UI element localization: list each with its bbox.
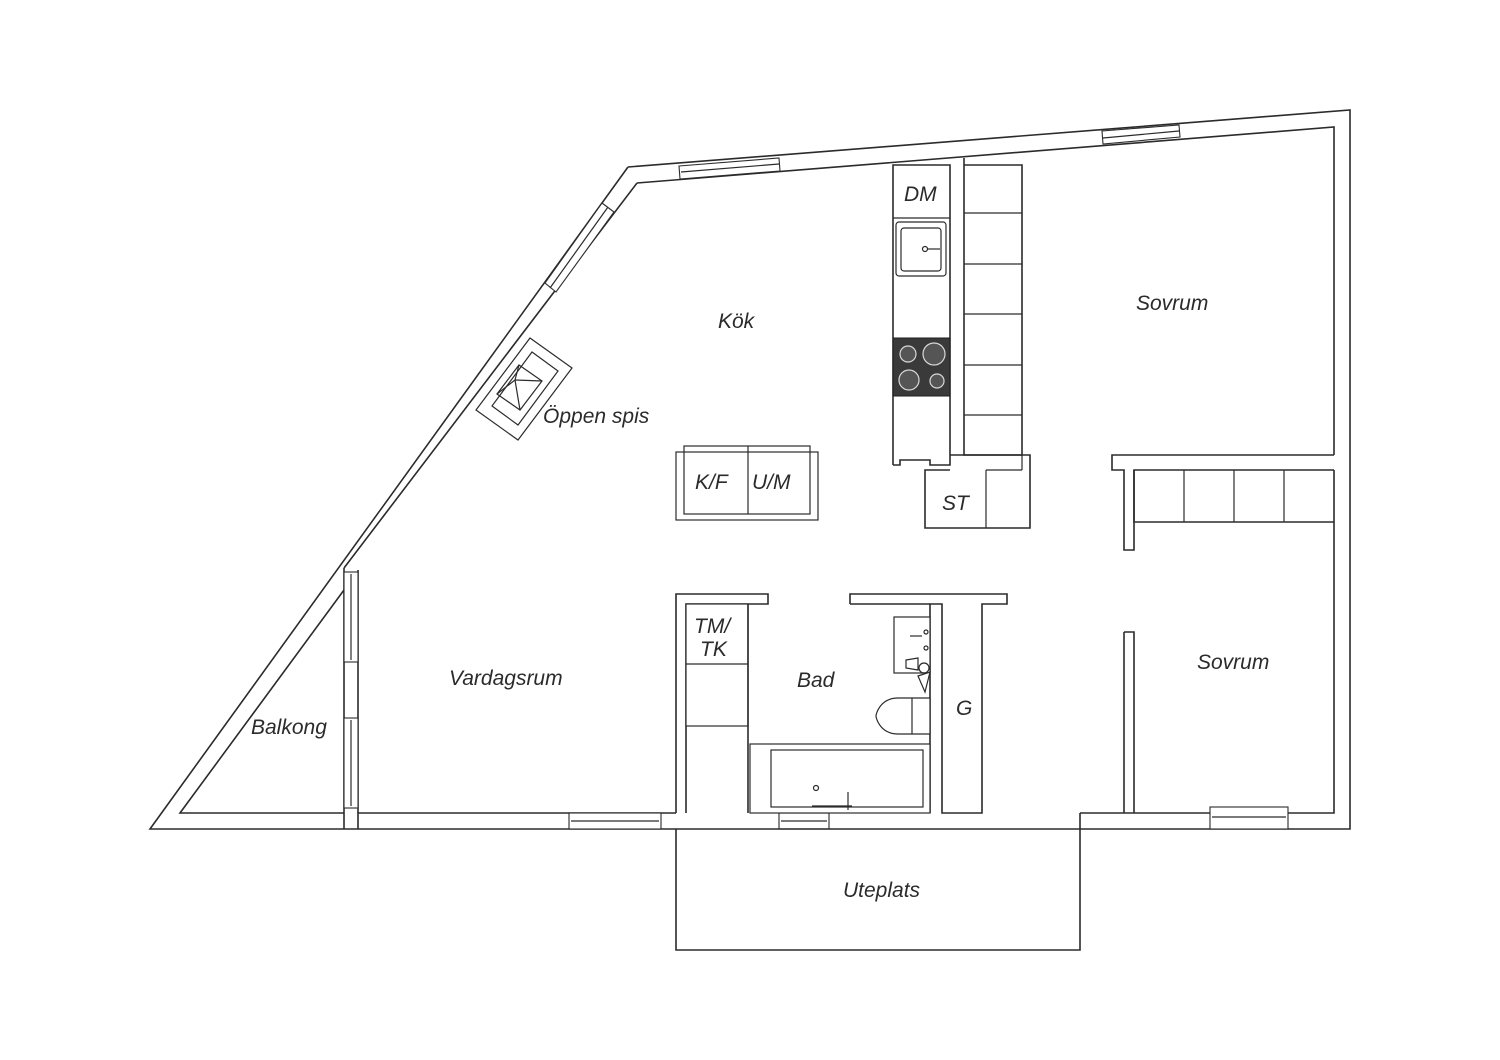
label-hall-closet: G	[956, 697, 972, 720]
fireplace	[475, 337, 573, 441]
label-bathroom: Bad	[797, 669, 836, 692]
patio	[675, 813, 1081, 951]
bathtub	[749, 743, 931, 814]
bathroom-walls	[675, 593, 1008, 814]
label-kitchen: Kök	[718, 310, 756, 333]
bedroom-divider	[1111, 454, 1334, 813]
kitchen-sink	[895, 221, 947, 277]
label-storage: ST	[942, 492, 971, 515]
label-washer-dryer-2: TK	[700, 638, 728, 661]
label-fireplace: Öppen spis	[543, 405, 650, 428]
fridge-oven-unit	[675, 445, 819, 521]
inner-wall-outline	[357, 126, 1335, 829]
label-dishwasher: DM	[904, 183, 937, 206]
kitchen-bedroom-wall	[924, 158, 1031, 529]
label-fridge-freezer: K/F	[695, 471, 729, 494]
balcony-edge	[178, 589, 345, 814]
label-patio: Uteplats	[843, 879, 921, 902]
label-washer-dryer-1: TM/	[694, 615, 732, 638]
kitchen-counter	[892, 164, 951, 466]
window-bedroom-bottom	[1209, 806, 1289, 830]
label-bedroom-top: Sovrum	[1136, 292, 1208, 315]
label-living-room: Vardagsrum	[449, 667, 563, 690]
washer-dryer	[685, 603, 749, 727]
windows	[343, 124, 1289, 830]
label-balcony: Balkong	[251, 716, 327, 739]
toilet	[875, 697, 931, 735]
label-bedroom-bottom: Sovrum	[1197, 651, 1269, 674]
label-oven-microwave: U/M	[752, 471, 791, 494]
